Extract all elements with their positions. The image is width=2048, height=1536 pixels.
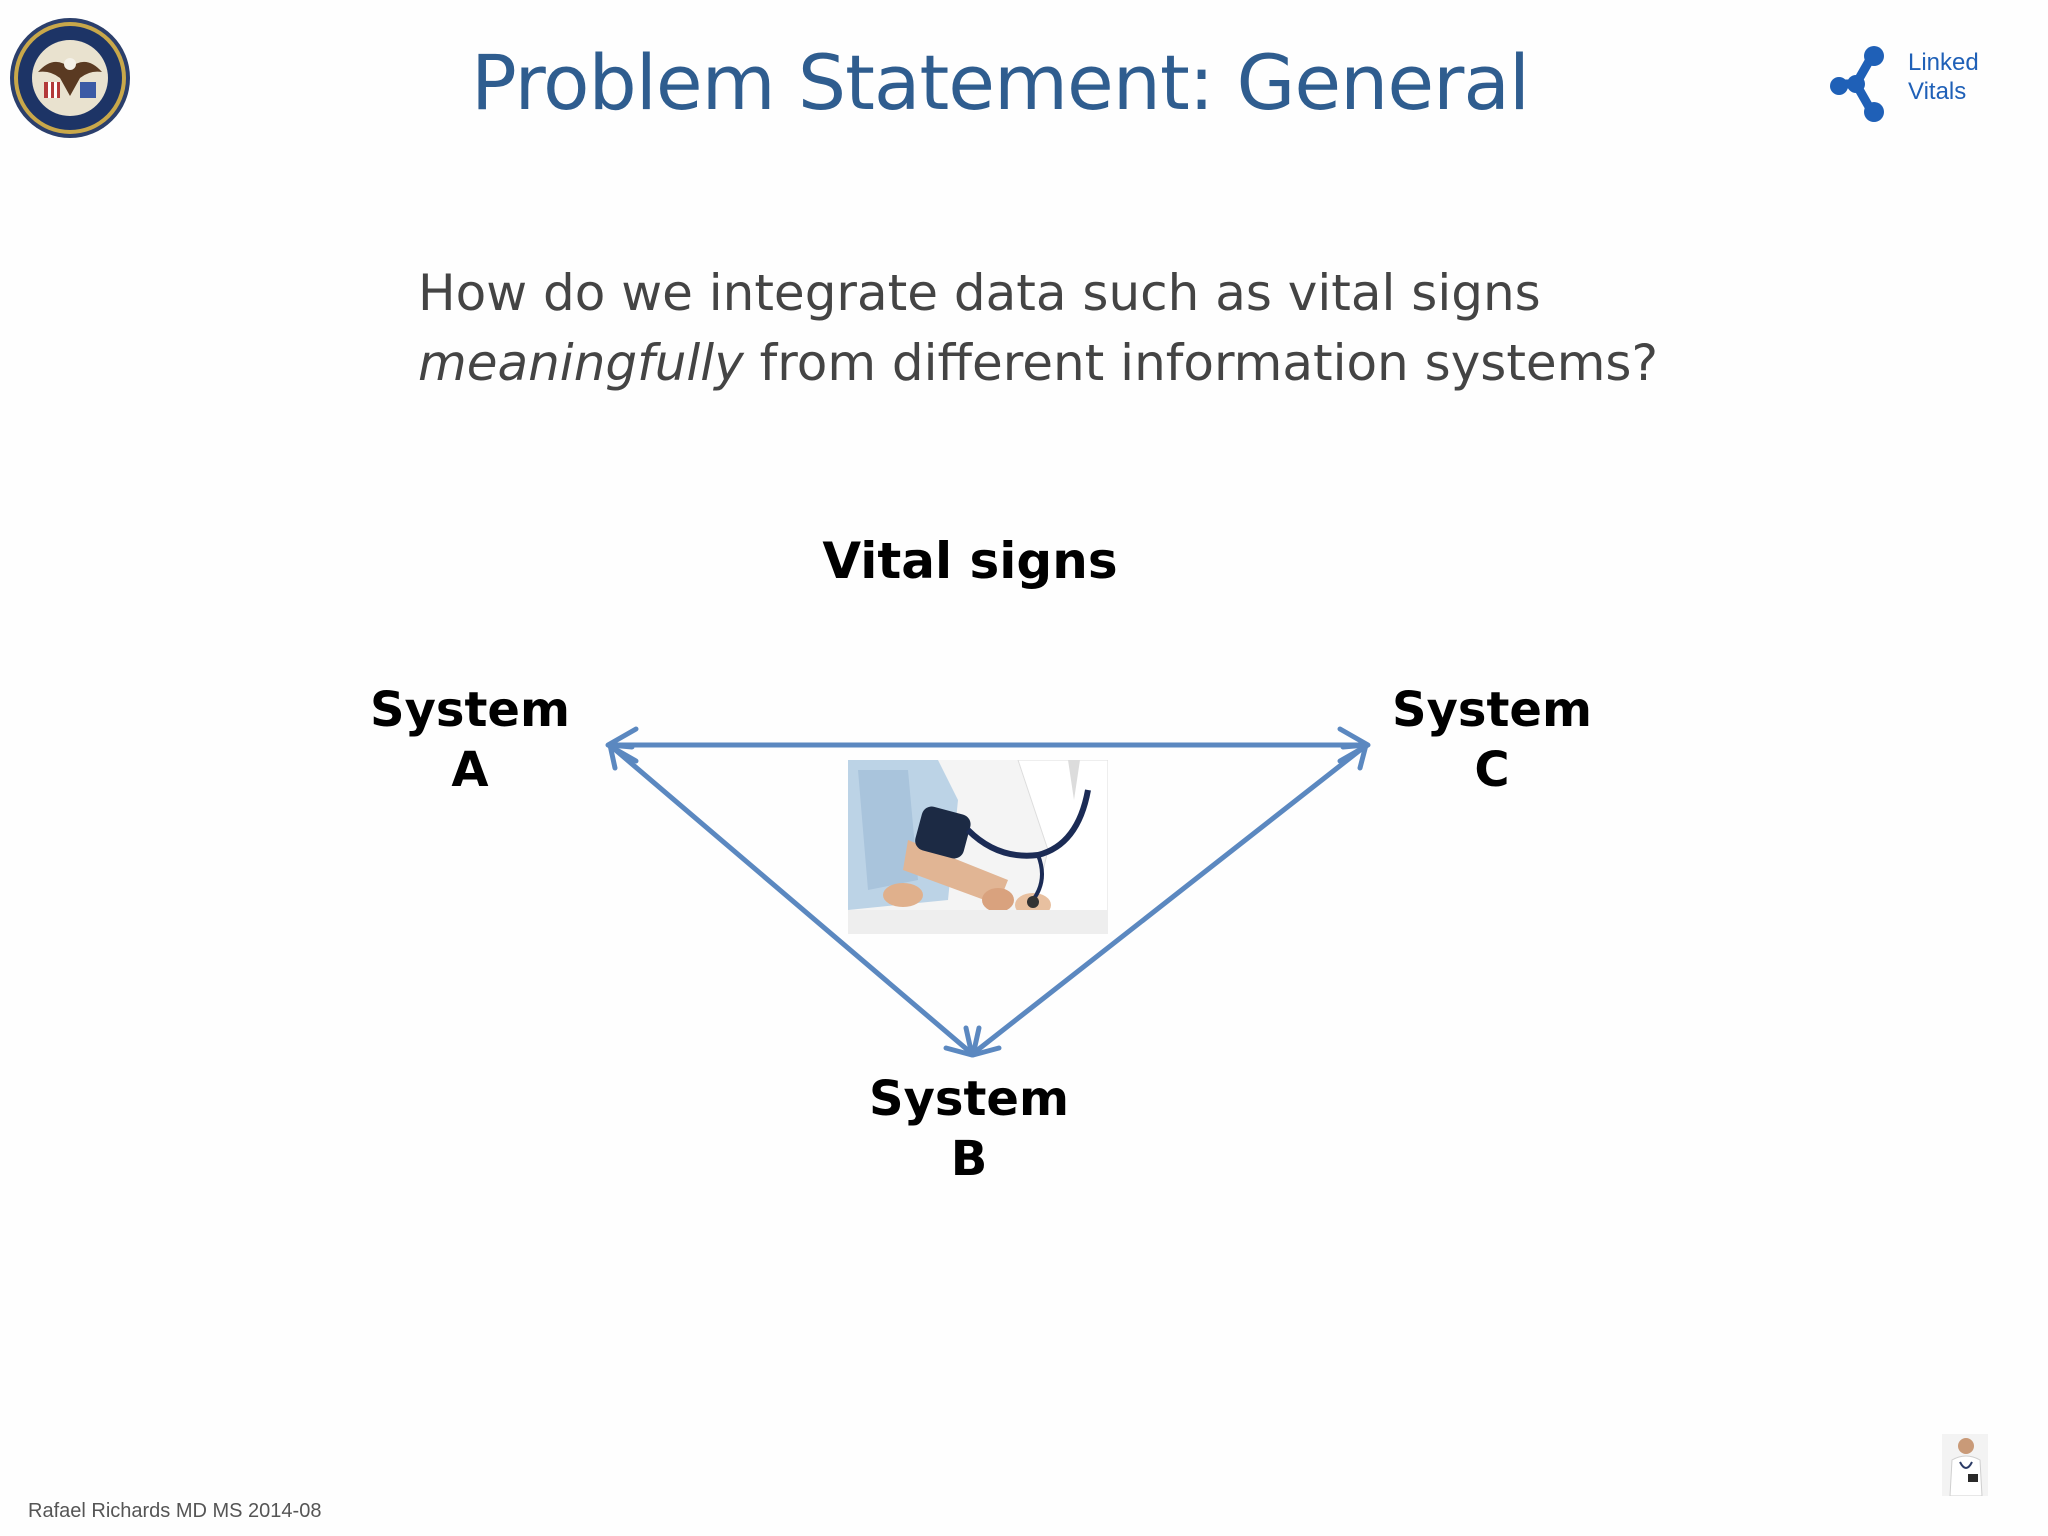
- arrowhead-a-diag: [607, 742, 635, 771]
- linked-vitals-logo: Linked Vitals: [1830, 44, 2000, 124]
- system-c-line1: System: [1392, 682, 1592, 738]
- system-a-line1: System: [370, 682, 570, 738]
- edge-c-b: [972, 744, 1367, 1055]
- question-line2: meaningfully from different information …: [418, 328, 1718, 398]
- question-line1: How do we integrate data such as vital s…: [418, 264, 1541, 322]
- diagram-title: Vital signs: [822, 532, 1118, 590]
- system-b-label: System B: [849, 1069, 1089, 1189]
- footer-text: Rafael Richards MD MS 2014-08: [28, 1500, 322, 1522]
- question-emphasis: meaningfully: [418, 334, 744, 392]
- system-c-label: System C: [1372, 680, 1612, 800]
- question-line2-rest: from different information systems?: [743, 334, 1658, 392]
- system-a-line2: A: [451, 742, 489, 798]
- edge-a-b: [609, 744, 973, 1055]
- molecule-icon: [1830, 46, 1884, 122]
- arrowhead-b-right: [970, 1025, 1002, 1058]
- doctor-thumbnail-icon: [1942, 1434, 1988, 1496]
- system-b-line2: B: [950, 1131, 988, 1187]
- blood-pressure-photo: [848, 760, 1108, 934]
- logo-text-line1: Linked: [1908, 49, 1979, 76]
- slide-title: Problem Statement: General: [470, 38, 1530, 127]
- question-text: How do we integrate data such as vital s…: [418, 258, 1718, 398]
- system-c-line2: C: [1474, 742, 1510, 798]
- logo-text-line2: Vitals: [1908, 78, 1967, 105]
- va-seal-icon: [10, 18, 130, 138]
- system-a-label: System A: [350, 680, 590, 800]
- system-b-line1: System: [869, 1071, 1069, 1127]
- arrowhead-c-diag: [1340, 742, 1369, 771]
